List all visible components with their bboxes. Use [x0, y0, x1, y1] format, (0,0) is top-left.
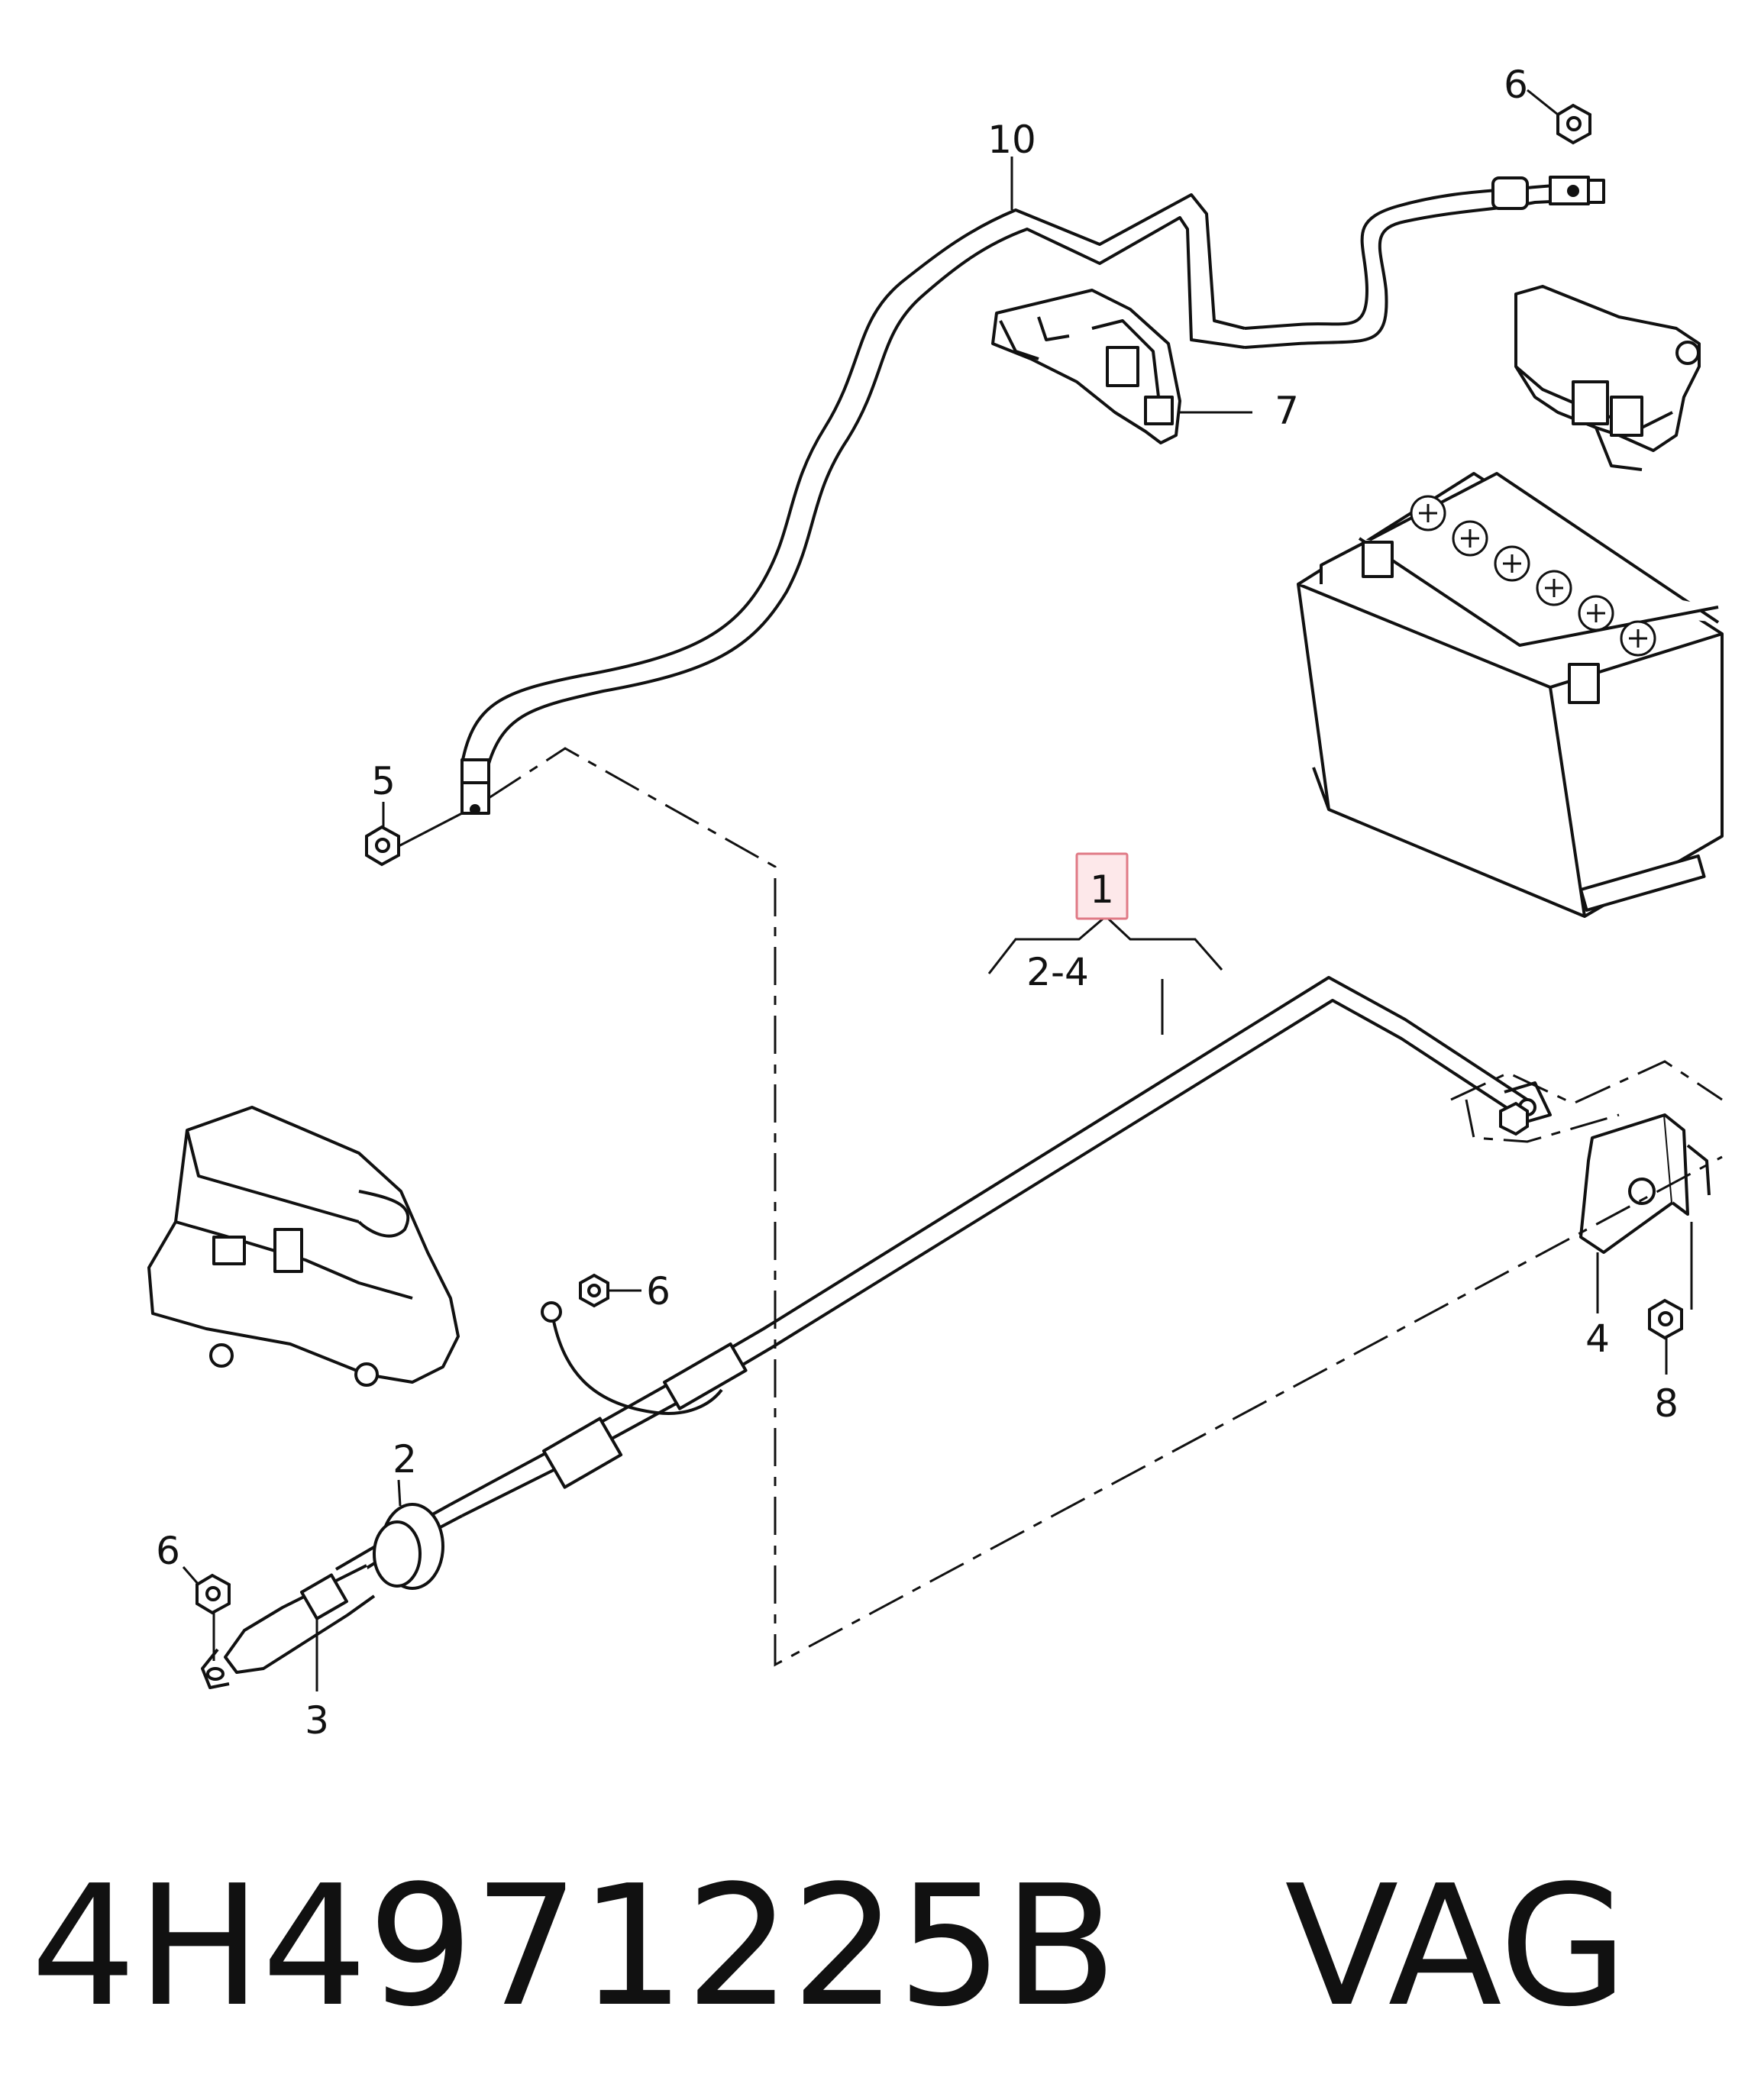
callout-4: 4	[1585, 1317, 1610, 1361]
callout-3: 3	[305, 1698, 329, 1743]
battery-terminal-cover	[1514, 285, 1701, 471]
nut-6-mid-icon	[579, 1273, 609, 1308]
callout-2: 2	[393, 1437, 417, 1481]
part-number: 4H4971225B	[31, 1850, 1118, 2043]
callout-10: 10	[987, 118, 1036, 162]
nut-icons	[195, 103, 1683, 1615]
bracket-4	[1579, 1113, 1711, 1254]
grommet-2	[373, 1503, 444, 1590]
callout-6-left: 6	[156, 1529, 180, 1573]
nut-5-icon	[365, 825, 400, 867]
fuse-holder-7	[991, 289, 1181, 444]
exploded-parts-diagram: 1 2-4 10 6 7 5 6 2 6 3 4 8	[147, 63, 1724, 1743]
nut-8-icon	[1648, 1298, 1683, 1340]
main-cable-1	[334, 976, 1552, 1586]
nut-6-left-icon	[195, 1573, 231, 1615]
assembly-dashed-lines	[488, 747, 1723, 1667]
callout-6-mid: 6	[646, 1269, 670, 1313]
callout-2-4: 2-4	[1026, 950, 1089, 994]
callout-1: 1	[1090, 867, 1114, 912]
cable-lug-3	[201, 1564, 376, 1689]
battery	[1297, 472, 1724, 918]
brand-name: VAG	[1284, 1850, 1628, 2043]
highlight-box-1	[1075, 852, 1129, 920]
left-fuse-carrier	[147, 1106, 460, 1387]
part-footer: 4H4971225B VAG	[31, 1833, 1726, 2062]
top-cable-10	[460, 176, 1605, 815]
callout-5: 5	[371, 759, 396, 803]
callout-6-top: 6	[1504, 63, 1528, 107]
bolt-icon	[1499, 1101, 1529, 1136]
callout-8: 8	[1654, 1381, 1679, 1426]
callout-7: 7	[1275, 389, 1299, 433]
nut-6-top-icon	[1556, 103, 1591, 145]
